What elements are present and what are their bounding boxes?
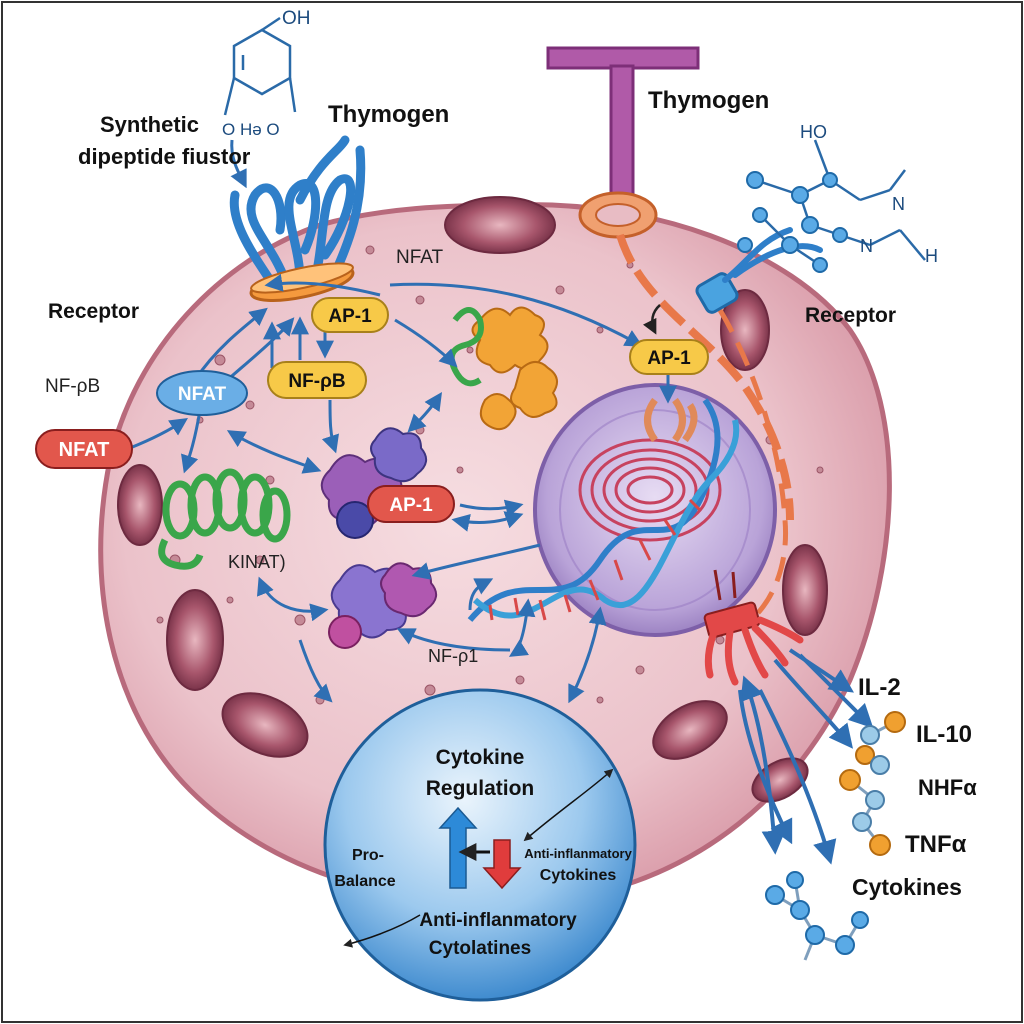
black-arrow-ap1 (642, 304, 661, 335)
anti-small-line1: Anti-inflanmatory (524, 846, 632, 861)
svg-text:NFAT: NFAT (178, 384, 227, 405)
nfat-red-pill: NFAT (35, 429, 133, 469)
chem-h-label: H (925, 246, 938, 266)
cytokine-release-arrows (738, 648, 874, 865)
orange-protein-cluster (471, 306, 558, 431)
anti-small-line2: Cytokines (540, 867, 617, 884)
ap1-upper-pill: AP-1 (311, 297, 389, 333)
ap1-right-pill: AP-1 (629, 339, 709, 375)
synthetic-label-line1: Synthetic (100, 112, 199, 137)
secretion-complex (703, 569, 804, 686)
cytokine-regulation-panel (323, 688, 637, 1002)
vesicles (156, 245, 824, 705)
thymogen-t-ligand (546, 46, 700, 228)
left-chemical-structure (223, 16, 297, 116)
chem-ho-label: HO (800, 122, 827, 142)
il2-label: IL-2 (858, 674, 901, 701)
nfpb-left-label: NF-ρB (45, 376, 100, 397)
nfat-blue-pill: NFAT (156, 370, 248, 416)
svg-text:NF-ρB: NF-ρB (288, 371, 345, 392)
ap1-middle-pill: AP-1 (367, 485, 455, 523)
green-protein-small (448, 307, 484, 387)
chem-oh-label: OH (282, 8, 311, 29)
organelles (117, 196, 828, 803)
nfat-top-label: NFAT (396, 247, 444, 268)
synthetic-label-line2: dipeptide fiustor (78, 144, 251, 169)
anti-inflammatory-down-arrow (482, 839, 522, 890)
pro-label-line2: Balance (334, 873, 395, 890)
green-helix-protein (158, 468, 291, 570)
pro-label-line1: Pro- (352, 847, 384, 864)
tnfa-label: TNFα (905, 831, 967, 858)
left-receptor (229, 135, 366, 302)
regulation-title-line1: Cytokine (436, 746, 525, 769)
svg-text:NFAT: NFAT (59, 439, 110, 461)
nucleus (533, 383, 777, 637)
right-chemical-structure (737, 139, 926, 273)
kinat-label: KINAT) (228, 552, 286, 572)
chem-left-fragment: O Hə O (222, 120, 280, 139)
thymogen-right-label: Thymogen (648, 87, 769, 114)
chem-n2-label: N (860, 236, 873, 256)
regulation-link-arrow (523, 768, 614, 842)
svg-text:AP-1: AP-1 (647, 348, 691, 369)
nfp1-label: NF-ρ1 (428, 646, 478, 666)
il10-label: IL-10 (916, 721, 972, 748)
signaling-arrows (129, 273, 677, 704)
chem-n1-label: N (892, 194, 905, 214)
thymogen-left-label: Thymogen (328, 101, 449, 128)
right-receptor (578, 191, 823, 633)
nfpb-pill: NF-ρB (267, 361, 367, 399)
regulation-out-arrow (343, 914, 421, 948)
receptor-right-label: Receptor (805, 304, 896, 327)
svg-text:AP-1: AP-1 (328, 306, 372, 327)
svg-text:AP-1: AP-1 (389, 495, 433, 516)
cytokine-molecules (765, 711, 906, 961)
nhfa-label: NHFα (918, 775, 977, 800)
cytokines-label: Cytokines (852, 874, 962, 900)
regulation-bottom-line1: Anti-inflanmatory (419, 910, 577, 931)
regulation-title-line2: Regulation (426, 777, 535, 800)
chem-arrow-left (230, 139, 247, 189)
transcription-factor-on-dna (644, 397, 698, 443)
receptor-left-label: Receptor (48, 300, 139, 323)
regulation-bottom-line2: Cytolatines (429, 938, 531, 959)
